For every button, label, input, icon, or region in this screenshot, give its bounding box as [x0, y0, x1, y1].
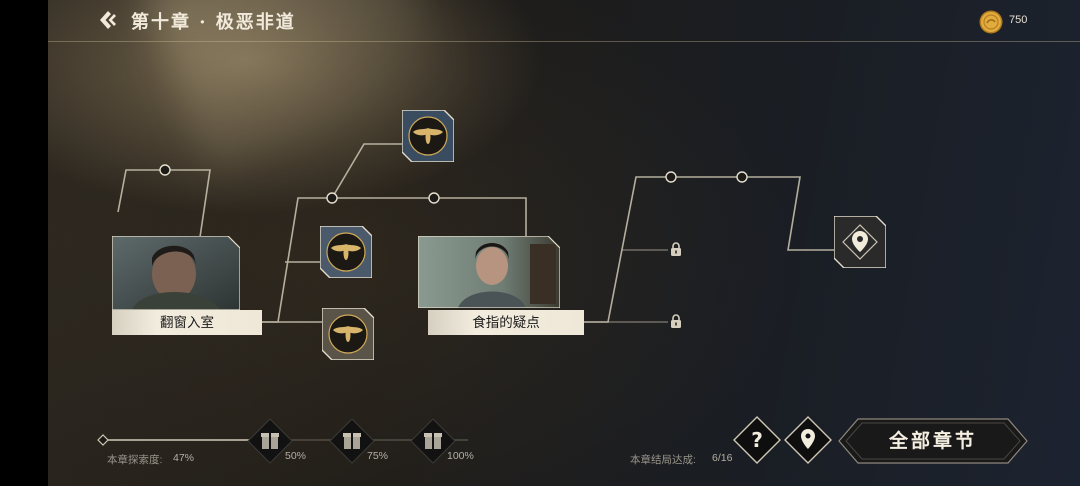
scene-label-2[interactable]: 食指的疑点 [428, 310, 584, 335]
left-black-bar [0, 0, 48, 486]
reward-threshold-75: 75% [367, 450, 389, 462]
coin-icon [979, 10, 1003, 34]
moth-emblem-icon[interactable] [320, 226, 372, 278]
coin-count: 750 [1009, 14, 1028, 26]
all-chapters-button-frame[interactable] [838, 418, 1028, 464]
gift-icon[interactable] [410, 418, 456, 464]
reward-threshold-100: 100% [447, 450, 474, 462]
path-node [428, 192, 440, 204]
ending-label: 本章结局达成: [630, 454, 696, 466]
reward-threshold-50: 50% [285, 450, 307, 462]
map-pin-icon [801, 429, 815, 449]
chapter-title: 第十章 · 极恶非道 [131, 12, 296, 33]
ending-value: 6/16 [712, 452, 733, 464]
lock-icon [671, 242, 681, 256]
path-node [736, 171, 748, 183]
moth-emblem-icon[interactable] [322, 308, 374, 360]
path-node [326, 192, 338, 204]
header-divider [48, 41, 1080, 42]
scene-card-image-1[interactable] [112, 236, 240, 310]
map-pin-icon[interactable] [834, 216, 886, 268]
gift-icon[interactable] [329, 418, 375, 464]
scene-label-1[interactable]: 翻窗入室 [112, 310, 262, 335]
help-button[interactable]: ? [733, 416, 781, 464]
exploration-value: 47% [173, 452, 195, 464]
exploration-label: 本章探索度: [107, 454, 163, 466]
gift-icon[interactable] [247, 418, 293, 464]
all-chapters-button[interactable]: 全部章节 [888, 430, 977, 452]
path-node [665, 171, 677, 183]
lock-icon [671, 314, 681, 328]
location-button[interactable] [784, 416, 832, 464]
scene-card-image-2[interactable] [418, 236, 560, 308]
path-node [159, 164, 171, 176]
back-icon[interactable] [97, 9, 119, 31]
help-icon: ? [751, 428, 763, 452]
moth-emblem-icon[interactable] [402, 110, 454, 162]
